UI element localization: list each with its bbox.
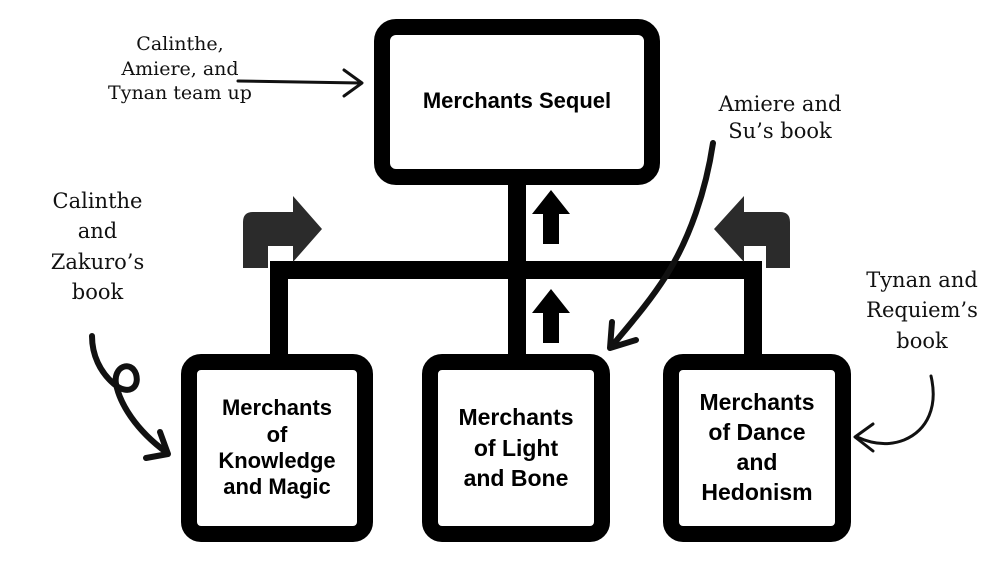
sequel-box (374, 19, 660, 185)
up-arrow-icon (532, 190, 570, 244)
arrow-team-up-icon (236, 79, 362, 85)
bent-arrow-left-icon (714, 196, 790, 268)
hand-drawn-arrows (89, 68, 935, 461)
sequel-title: Merchants Sequel (422, 88, 612, 113)
arrow-calinthe-zakuro-icon (89, 333, 169, 455)
arrow-amiere-su-icon (609, 140, 716, 349)
note-amiere-su: Amiere and Su’s book (718, 92, 842, 144)
sequel-box-label: Merchants Sequel (396, 42, 638, 160)
dance-box (663, 354, 851, 542)
bent-arrow-right-icon (243, 196, 322, 268)
note-calinthe-zakuro: Calinthe and Zakuro’s book (50, 189, 145, 305)
arrow-tynan-requiem-icon (855, 374, 935, 446)
knowledge-box-label: Merchants of Knowledge and Magic (199, 372, 355, 524)
note-team-up: Calinthe, Amiere, and Tynan team up (108, 33, 252, 105)
light-title: Merchants of Light and Bone (458, 404, 574, 492)
arrowhead-amiere-su-icon (607, 319, 639, 351)
connector-lines (270, 178, 762, 362)
knowledge-title: Merchants of Knowledge and Magic (218, 395, 336, 500)
light-box-label: Merchants of Light and Bone (440, 372, 592, 524)
dance-title: Merchants of Dance and Hedonism (699, 389, 815, 505)
dance-box-label: Merchants of Dance and Hedonism (679, 372, 835, 524)
arrowhead-calinthe-zakuro-icon (143, 429, 171, 461)
arrowhead-tynan-requiem-icon (853, 422, 875, 453)
knowledge-box (181, 354, 373, 542)
note-tynan-requiem: Tynan and Requiem’s book (866, 268, 978, 353)
up-arrow-icon (532, 289, 570, 343)
light-box (422, 354, 610, 542)
arrowhead-team-up-icon (342, 68, 364, 98)
